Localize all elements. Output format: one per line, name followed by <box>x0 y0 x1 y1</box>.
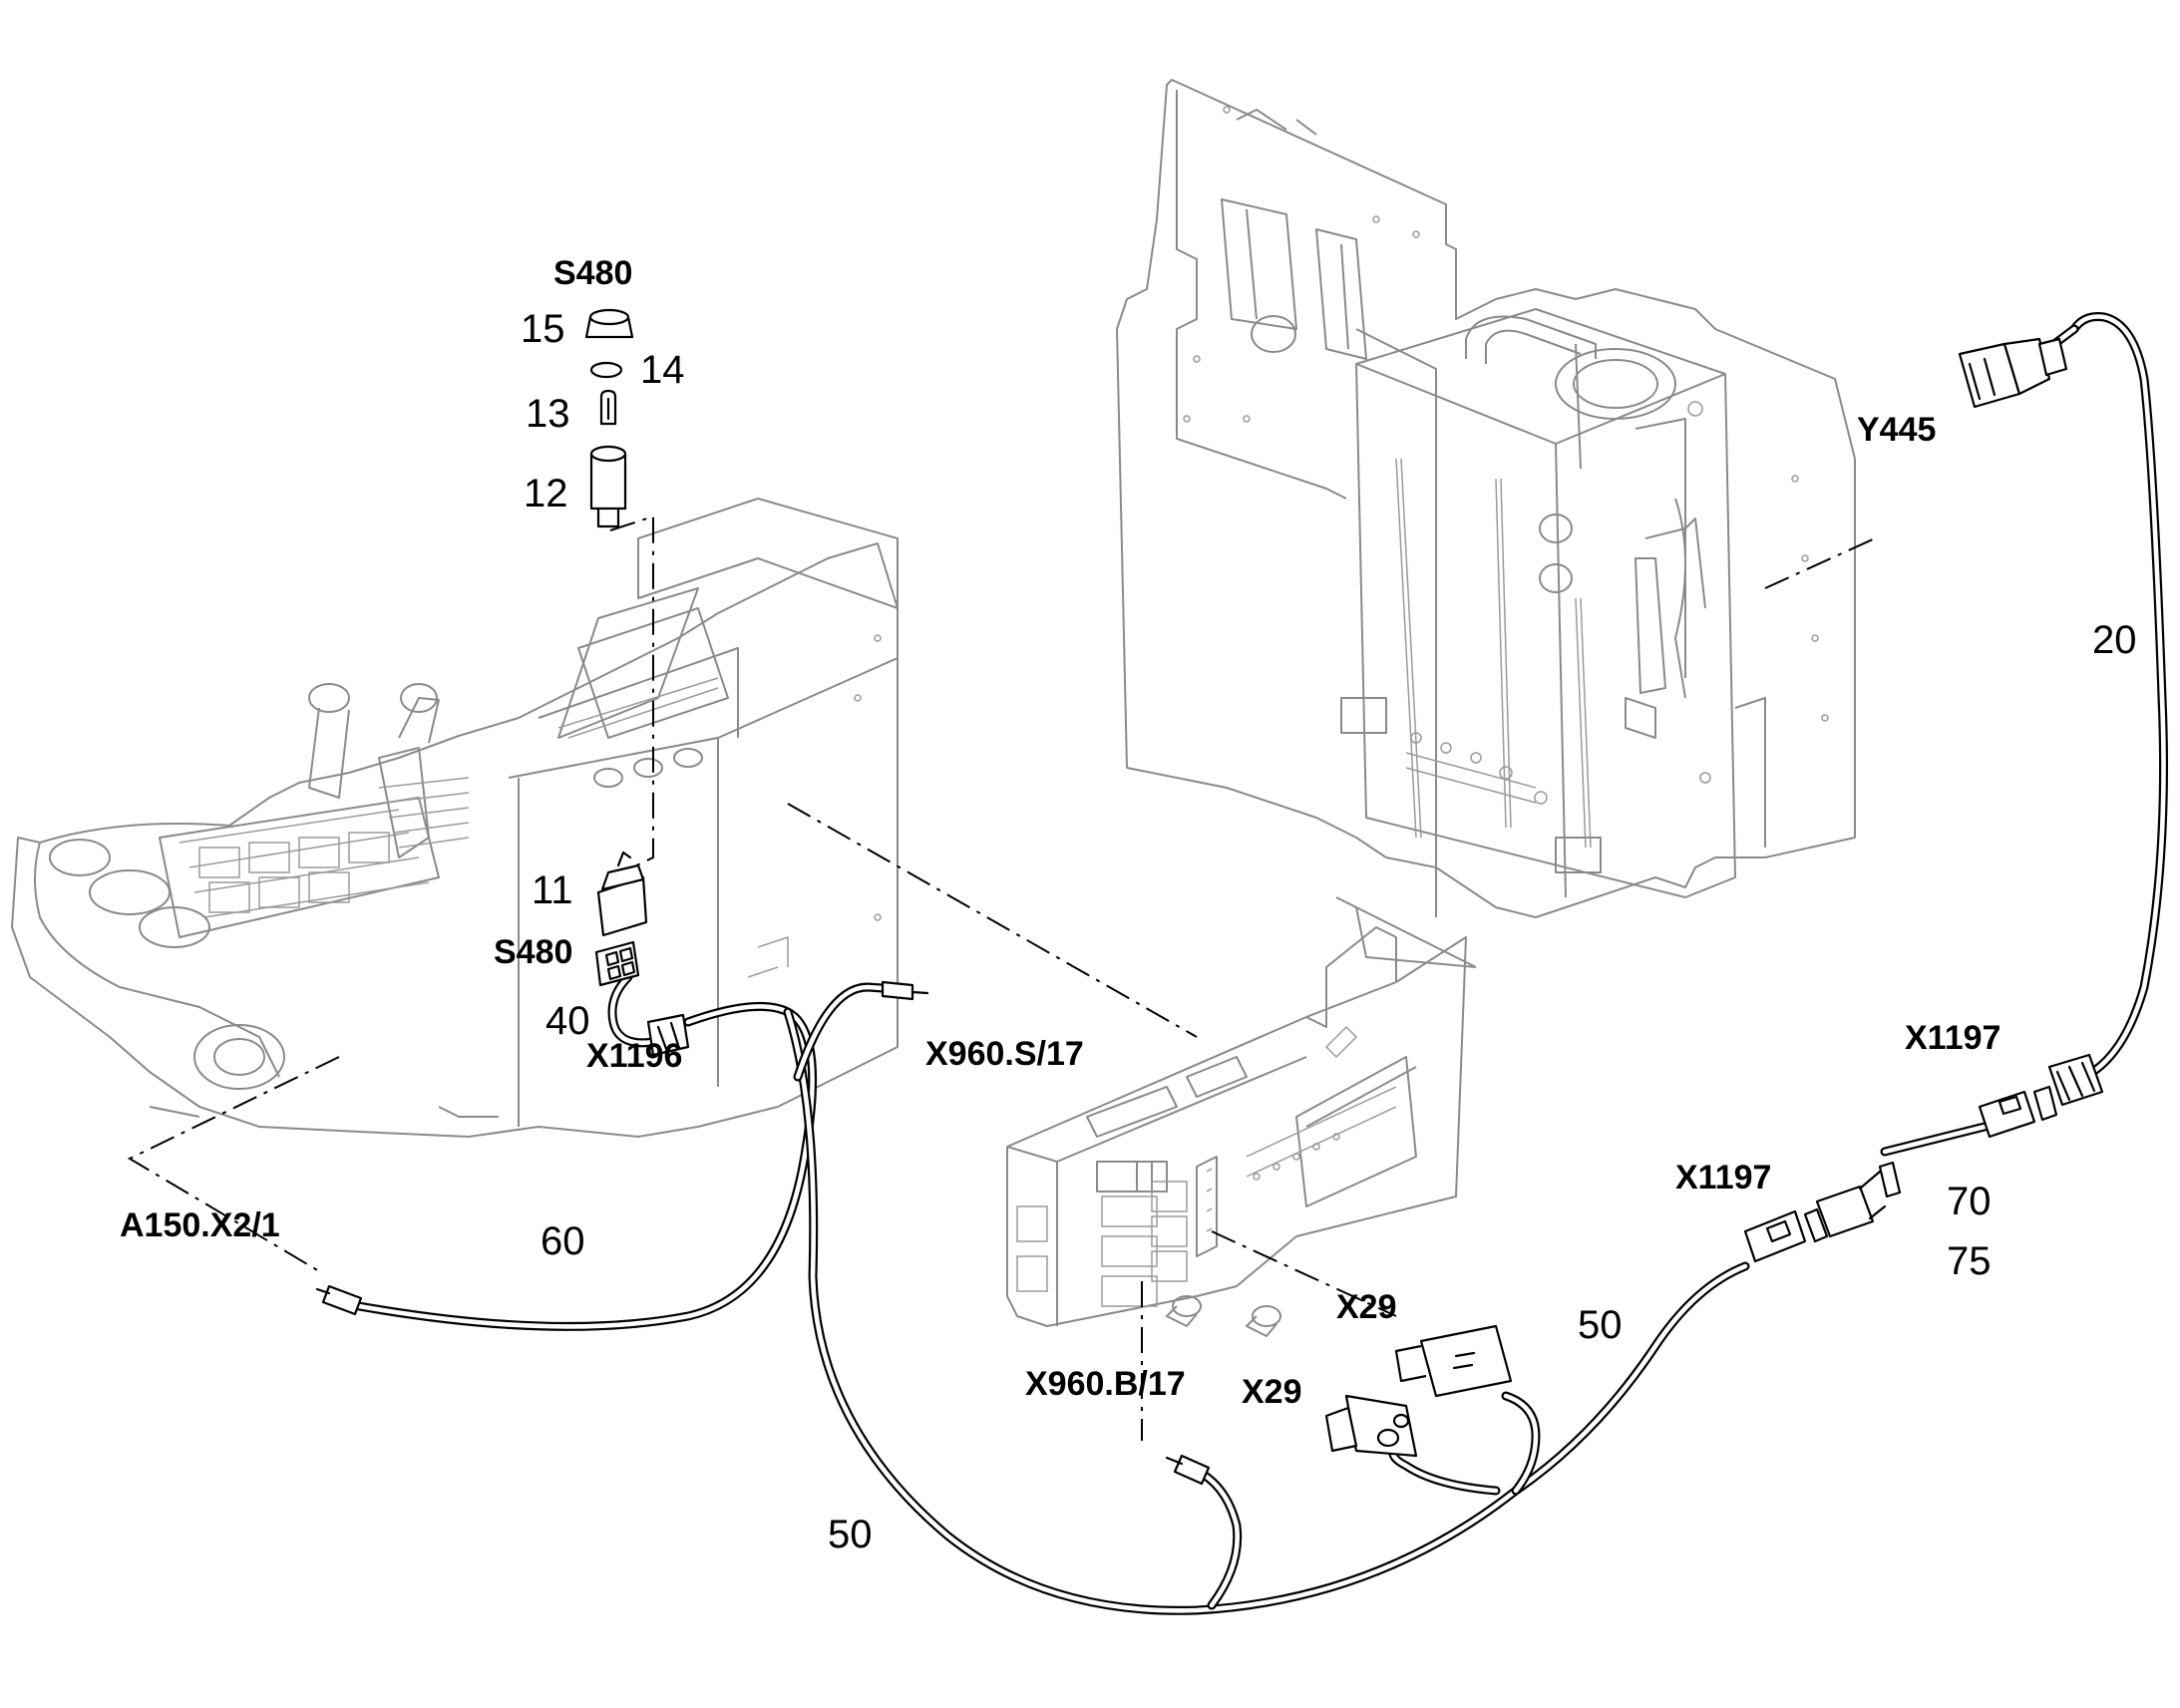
label-y445: Y445 <box>1857 411 1936 449</box>
label-s480-mid: S480 <box>494 933 572 971</box>
label-item-13: 13 <box>526 392 570 436</box>
leader-s480-vertical <box>609 514 654 870</box>
switch-s480-parts <box>584 308 690 1057</box>
label-item-14: 14 <box>640 348 685 392</box>
label-item-50-bottom: 50 <box>828 1513 873 1556</box>
label-item-50-right: 50 <box>1578 1303 1623 1347</box>
leader-lines <box>127 514 1876 1441</box>
label-x29-right: X29 <box>1336 1288 1397 1326</box>
leader-console-to-module <box>787 803 1198 1038</box>
label-item-12: 12 <box>524 472 568 515</box>
label-a150: A150.X2/1 <box>120 1206 280 1244</box>
callout-labels: S480 15 14 13 12 11 S480 40 X1196 X960.S… <box>120 254 2137 1556</box>
label-item-75: 75 <box>1947 1239 1992 1283</box>
wiring-harness <box>354 312 2169 1615</box>
leader-x29 <box>1211 1230 1397 1317</box>
adapter-70-75 <box>1815 1185 1875 1238</box>
label-item-40: 40 <box>545 999 590 1043</box>
label-item-60: 60 <box>541 1219 585 1263</box>
label-item-70: 70 <box>1947 1180 1992 1223</box>
plug-x960b <box>1173 1454 1211 1486</box>
label-x1196: X1196 <box>586 1037 682 1075</box>
leader-a150 <box>127 1056 340 1272</box>
o-ring-14 <box>589 361 623 379</box>
label-s480-top: S480 <box>553 254 632 292</box>
label-item-11: 11 <box>532 868 573 912</box>
label-x960s: X960.S/17 <box>925 1035 1084 1073</box>
cable-50-x960b <box>1192 1466 1243 1610</box>
connector-x1197-left <box>1743 1209 1807 1263</box>
label-item-15: 15 <box>521 307 565 351</box>
plug-x960s <box>881 980 914 1001</box>
control-module-frame-drawing <box>1006 896 1477 1337</box>
plug-a150 <box>321 1284 363 1316</box>
hydraulic-tank-drawing <box>1116 79 1856 918</box>
lamp-holder-12 <box>589 452 627 511</box>
label-x960b: X960.B/17 <box>1025 1365 1186 1403</box>
operator-console-drawing <box>11 498 899 1138</box>
connector-x29-right <box>1419 1324 1513 1398</box>
label-x1197-left: X1197 <box>1675 1159 1771 1196</box>
label-item-20: 20 <box>2092 618 2137 662</box>
label-x1197-right: X1197 <box>1905 1019 2000 1057</box>
cable-end-connectors <box>315 337 2104 1486</box>
label-x29-left: X29 <box>1242 1373 1302 1411</box>
connector-x1197-right <box>1978 1090 2036 1139</box>
leader-y445 <box>1764 537 1876 589</box>
